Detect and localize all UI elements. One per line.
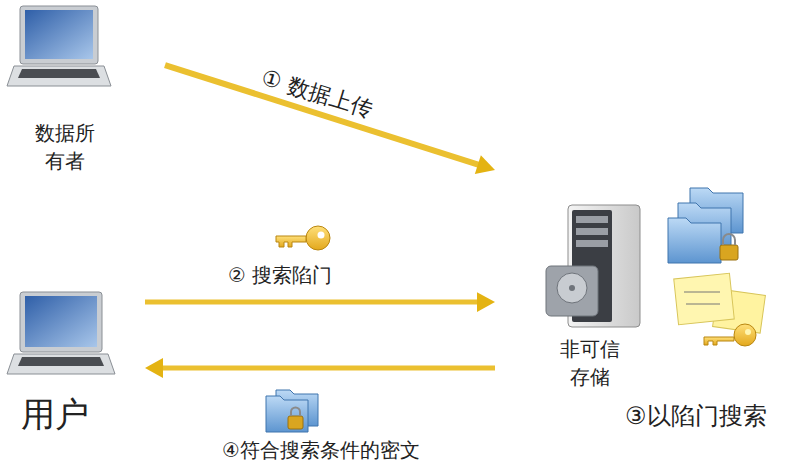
laptop-icon — [7, 6, 111, 86]
folder-icon — [266, 390, 318, 432]
note-icon — [674, 273, 766, 333]
arrow-head — [145, 358, 163, 378]
actor-node: 用户 — [5, 285, 145, 450]
actor-node: 数据所 有者 — [5, 5, 165, 180]
key-icon — [704, 324, 756, 346]
arrow-head — [475, 155, 495, 174]
laptop-icon — [7, 292, 115, 374]
storage-node: 非可信 存储 — [495, 165, 655, 395]
node-label: 非可信 存储 — [550, 335, 630, 391]
folder-icon — [668, 188, 743, 263]
flow-arrow — [145, 358, 495, 378]
arrow-line — [159, 365, 495, 370]
arrow-line — [145, 299, 481, 304]
node-label: 数据所 有者 — [25, 119, 105, 175]
node-label: 用户 — [15, 393, 95, 435]
edge-label: ④符合搜索条件的密文 — [222, 437, 420, 464]
edge-label: ② 搜索陷门 — [228, 262, 332, 289]
arrow-head — [477, 292, 495, 312]
disk-icon — [546, 266, 598, 316]
step-label: ③以陷门搜索 — [625, 400, 767, 432]
key-icon — [276, 226, 330, 250]
flow-arrow — [145, 292, 495, 312]
